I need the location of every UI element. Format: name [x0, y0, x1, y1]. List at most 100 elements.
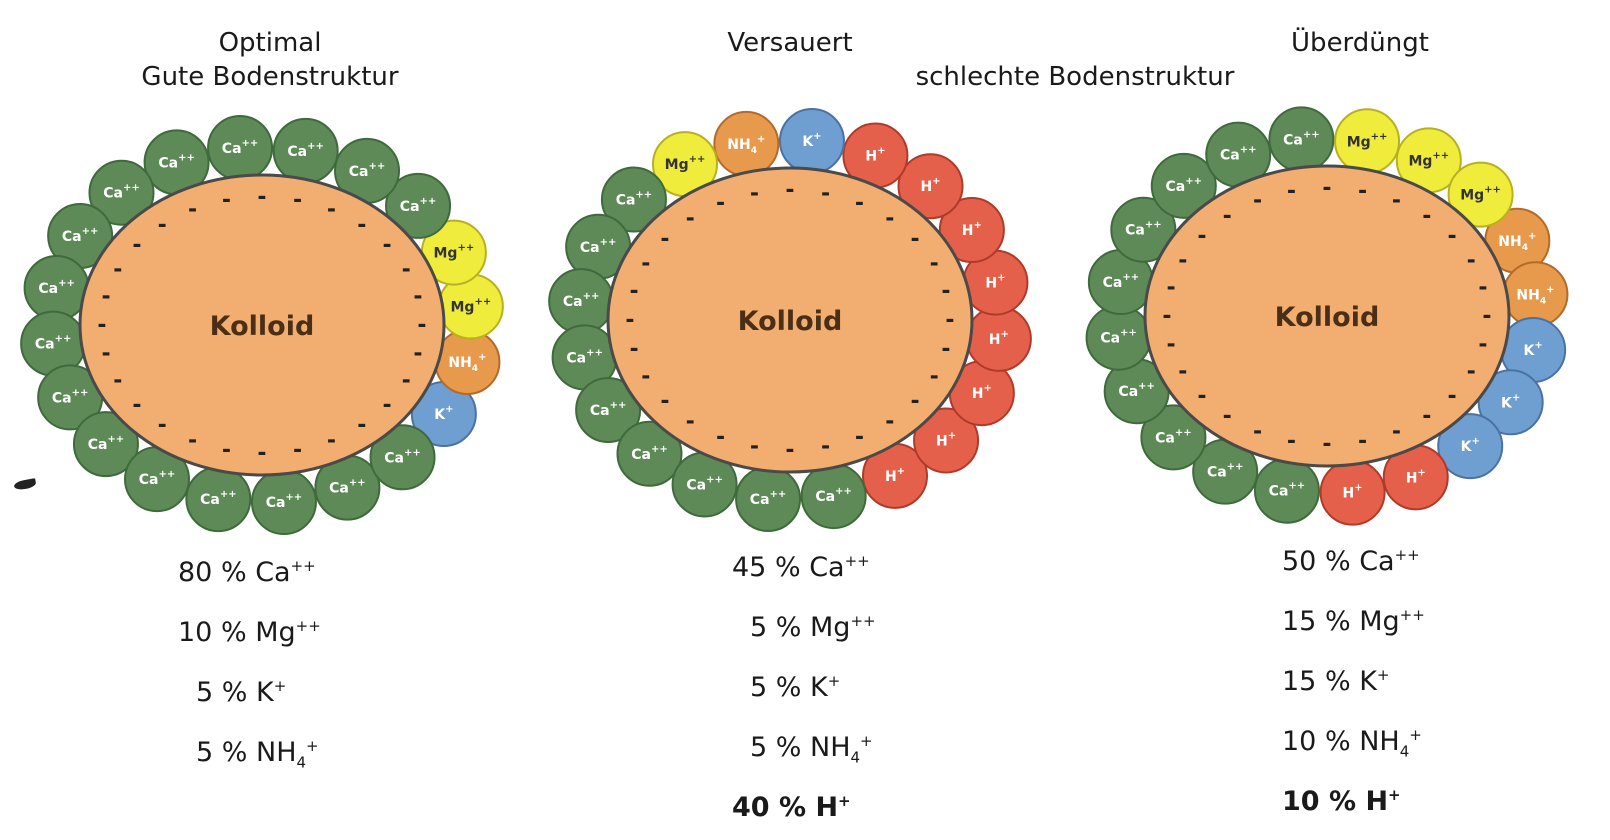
negative-charge: -	[1178, 248, 1187, 273]
negative-charge: -	[293, 188, 302, 213]
negative-charge: -	[1253, 189, 1262, 214]
stat-line: 15 % Mg++	[1282, 607, 1425, 637]
negative-charge: -	[188, 198, 197, 223]
negative-charge: -	[257, 441, 266, 466]
ion-caplusplus: Ca++	[1269, 107, 1333, 171]
negative-charge: -	[1478, 332, 1487, 357]
negative-charge: -	[686, 410, 695, 435]
negative-charge: -	[402, 369, 411, 394]
negative-charge: -	[660, 227, 669, 252]
negative-charge: -	[1467, 248, 1476, 273]
negative-charge: -	[101, 285, 110, 310]
negative-charge: -	[941, 279, 950, 304]
ueberduengt-colloid-group: NH4+NH4+K+K+K+H+H+Ca++Ca++Ca++Ca++Ca++Ca…	[1087, 107, 1568, 524]
stat-line: 5 % NH4+	[196, 738, 319, 768]
ion-hplus: H+	[1321, 461, 1385, 525]
negative-charge: -	[417, 313, 426, 338]
stat-line: 5 % Mg++	[750, 613, 876, 643]
negative-charge: -	[113, 257, 122, 282]
negative-charge: -	[930, 252, 939, 277]
negative-charge: -	[1322, 432, 1331, 457]
negative-charge: -	[383, 233, 392, 258]
negative-charge: -	[413, 341, 422, 366]
ion-caplusplus: Ca++	[208, 116, 272, 180]
negative-charge: -	[1166, 332, 1175, 357]
stat-line: 5 % NH4+	[750, 733, 873, 763]
ion-caplusplus: Ca++	[549, 269, 613, 333]
negative-charge: -	[1467, 360, 1476, 385]
negative-charge: -	[222, 438, 231, 463]
negative-charge: -	[1322, 176, 1331, 201]
stat-line: 15 % K+	[1282, 667, 1389, 697]
negative-charge: -	[625, 308, 634, 333]
ueberduengt-kolloid-label: Kolloid	[1275, 302, 1380, 333]
stat-line: 10 % NH4+	[1282, 727, 1422, 757]
negative-charge: -	[101, 341, 110, 366]
ion-caplusplus: Ca++	[802, 464, 866, 528]
negative-charge: -	[1422, 404, 1431, 429]
ion-nh4plus: NH4+	[435, 330, 499, 394]
negative-charge: -	[97, 313, 106, 338]
ion-caplusplus: Ca++	[1255, 459, 1319, 523]
negative-charge: -	[1197, 224, 1206, 249]
negative-charge: -	[885, 410, 894, 435]
ion-caplusplus: Ca++	[252, 470, 316, 534]
negative-charge: -	[821, 435, 830, 460]
negative-charge: -	[357, 413, 366, 438]
negative-charge: -	[132, 393, 141, 418]
stat-line: 10 % H+	[1282, 787, 1401, 817]
negative-charge: -	[1448, 384, 1457, 409]
negative-charge: -	[660, 389, 669, 414]
negative-charge: -	[188, 428, 197, 453]
negative-charge: -	[785, 438, 794, 463]
negative-charge: -	[750, 181, 759, 206]
optimal-colloid-group: K+NH4+Mg++Mg++Ca++Ca++Ca++Ca++Ca++Ca++Ca…	[21, 116, 503, 534]
negative-charge: -	[293, 438, 302, 463]
negative-charge: -	[357, 213, 366, 238]
stat-line: 10 % Mg++	[178, 618, 321, 648]
negative-charge: -	[686, 206, 695, 231]
negative-charge: -	[1223, 204, 1232, 229]
negative-charge: -	[911, 227, 920, 252]
negative-charge: -	[1287, 179, 1296, 204]
ion-caplusplus: Ca++	[1087, 306, 1151, 370]
negative-charge: -	[1358, 179, 1367, 204]
negative-charge: -	[1178, 360, 1187, 385]
stat-line: 5 % K+	[750, 673, 840, 703]
optimal-kolloid-label: Kolloid	[210, 311, 315, 342]
ion-caplusplus: Ca++	[736, 467, 800, 531]
negative-charge: -	[1253, 419, 1262, 444]
negative-charge: -	[1162, 304, 1171, 329]
ion-caplusplus: Ca++	[25, 256, 89, 320]
stat-line: 5 % K+	[196, 678, 286, 708]
negative-charge: -	[158, 413, 167, 438]
negative-charge: -	[885, 206, 894, 231]
negative-charge: -	[785, 178, 794, 203]
negative-charge: -	[716, 191, 725, 216]
negative-charge: -	[1392, 189, 1401, 214]
negative-charge: -	[1448, 224, 1457, 249]
negative-charge: -	[821, 181, 830, 206]
negative-charge: -	[945, 308, 954, 333]
negative-charge: -	[132, 233, 141, 258]
negative-charge: -	[158, 213, 167, 238]
negative-charge: -	[716, 425, 725, 450]
negative-charge: -	[222, 188, 231, 213]
stat-line: 50 % Ca++	[1282, 547, 1420, 577]
ion-mgplusplus: Mg++	[1335, 109, 1399, 173]
negative-charge: -	[1166, 276, 1175, 301]
negative-charge: -	[855, 191, 864, 216]
negative-charge: -	[113, 369, 122, 394]
negative-charge: -	[1478, 276, 1487, 301]
negative-charge: -	[257, 185, 266, 210]
ion-nh4plus: NH4+	[714, 112, 778, 176]
negative-charge: -	[641, 252, 650, 277]
negative-charge: -	[1392, 419, 1401, 444]
ion-hplus: H+	[967, 307, 1031, 371]
stat-line: 45 % Ca++	[732, 553, 870, 583]
versauert-colloid-group: H+H+H+H+H+H+H+H+K+NH4+Mg++Ca++Ca++Ca++Ca…	[549, 109, 1031, 531]
negative-charge: -	[402, 257, 411, 282]
negative-charge: -	[855, 425, 864, 450]
negative-charge: -	[629, 337, 638, 362]
